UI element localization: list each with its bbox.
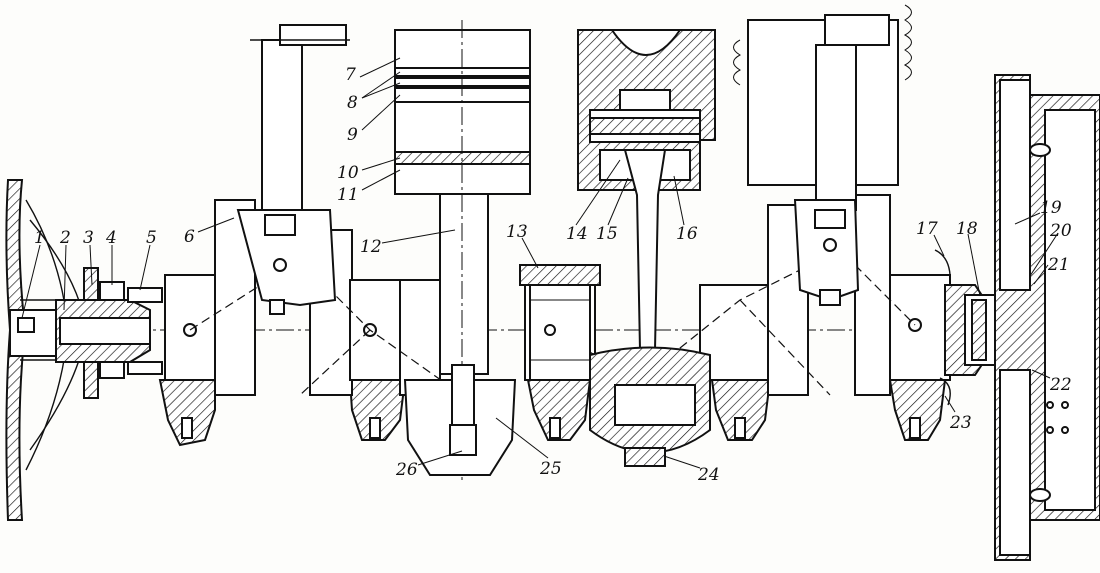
label-24: 24 (697, 465, 720, 485)
label-5: 5 (146, 228, 157, 248)
label-16: 16 (676, 224, 698, 244)
label-21: 21 (1047, 255, 1070, 275)
piston-assembly-2 (394, 20, 531, 480)
label-4: 4 (105, 228, 117, 248)
label-12: 12 (360, 237, 382, 257)
crank-pin-13 (519, 264, 601, 381)
label-2: 2 (59, 228, 71, 248)
label-14: 14 (566, 224, 588, 244)
cylinder-left (236, 24, 350, 315)
oil-passages (189, 249, 916, 396)
piston-assembly-3 (577, 29, 716, 467)
label-13: 13 (506, 222, 528, 242)
label-17: 17 (916, 219, 938, 239)
label-7: 7 (345, 65, 356, 85)
label-6: 6 (184, 227, 195, 247)
label-8: 8 (347, 93, 358, 113)
leader-lines (21, 57, 1059, 469)
label-10: 10 (337, 163, 359, 183)
label-18: 18 (956, 219, 978, 239)
crankshaft-nose (9, 267, 163, 399)
main-bearing-caps (158, 379, 947, 447)
callout-labels: 1 2 3 4 5 6 7 8 9 10 11 12 13 14 15 16 1… (34, 65, 1072, 485)
label-26: 26 (395, 460, 418, 480)
label-23: 23 (949, 413, 972, 433)
label-25: 25 (539, 459, 562, 479)
flywheel (994, 74, 1100, 561)
label-3: 3 (83, 228, 94, 248)
cylinder-right (733, 4, 912, 306)
label-1: 1 (34, 228, 45, 248)
label-15: 15 (596, 224, 618, 244)
label-11: 11 (337, 185, 359, 205)
label-20: 20 (1049, 221, 1072, 241)
label-9: 9 (347, 125, 358, 145)
label-19: 19 (1040, 198, 1062, 218)
label-22: 22 (1049, 375, 1072, 395)
